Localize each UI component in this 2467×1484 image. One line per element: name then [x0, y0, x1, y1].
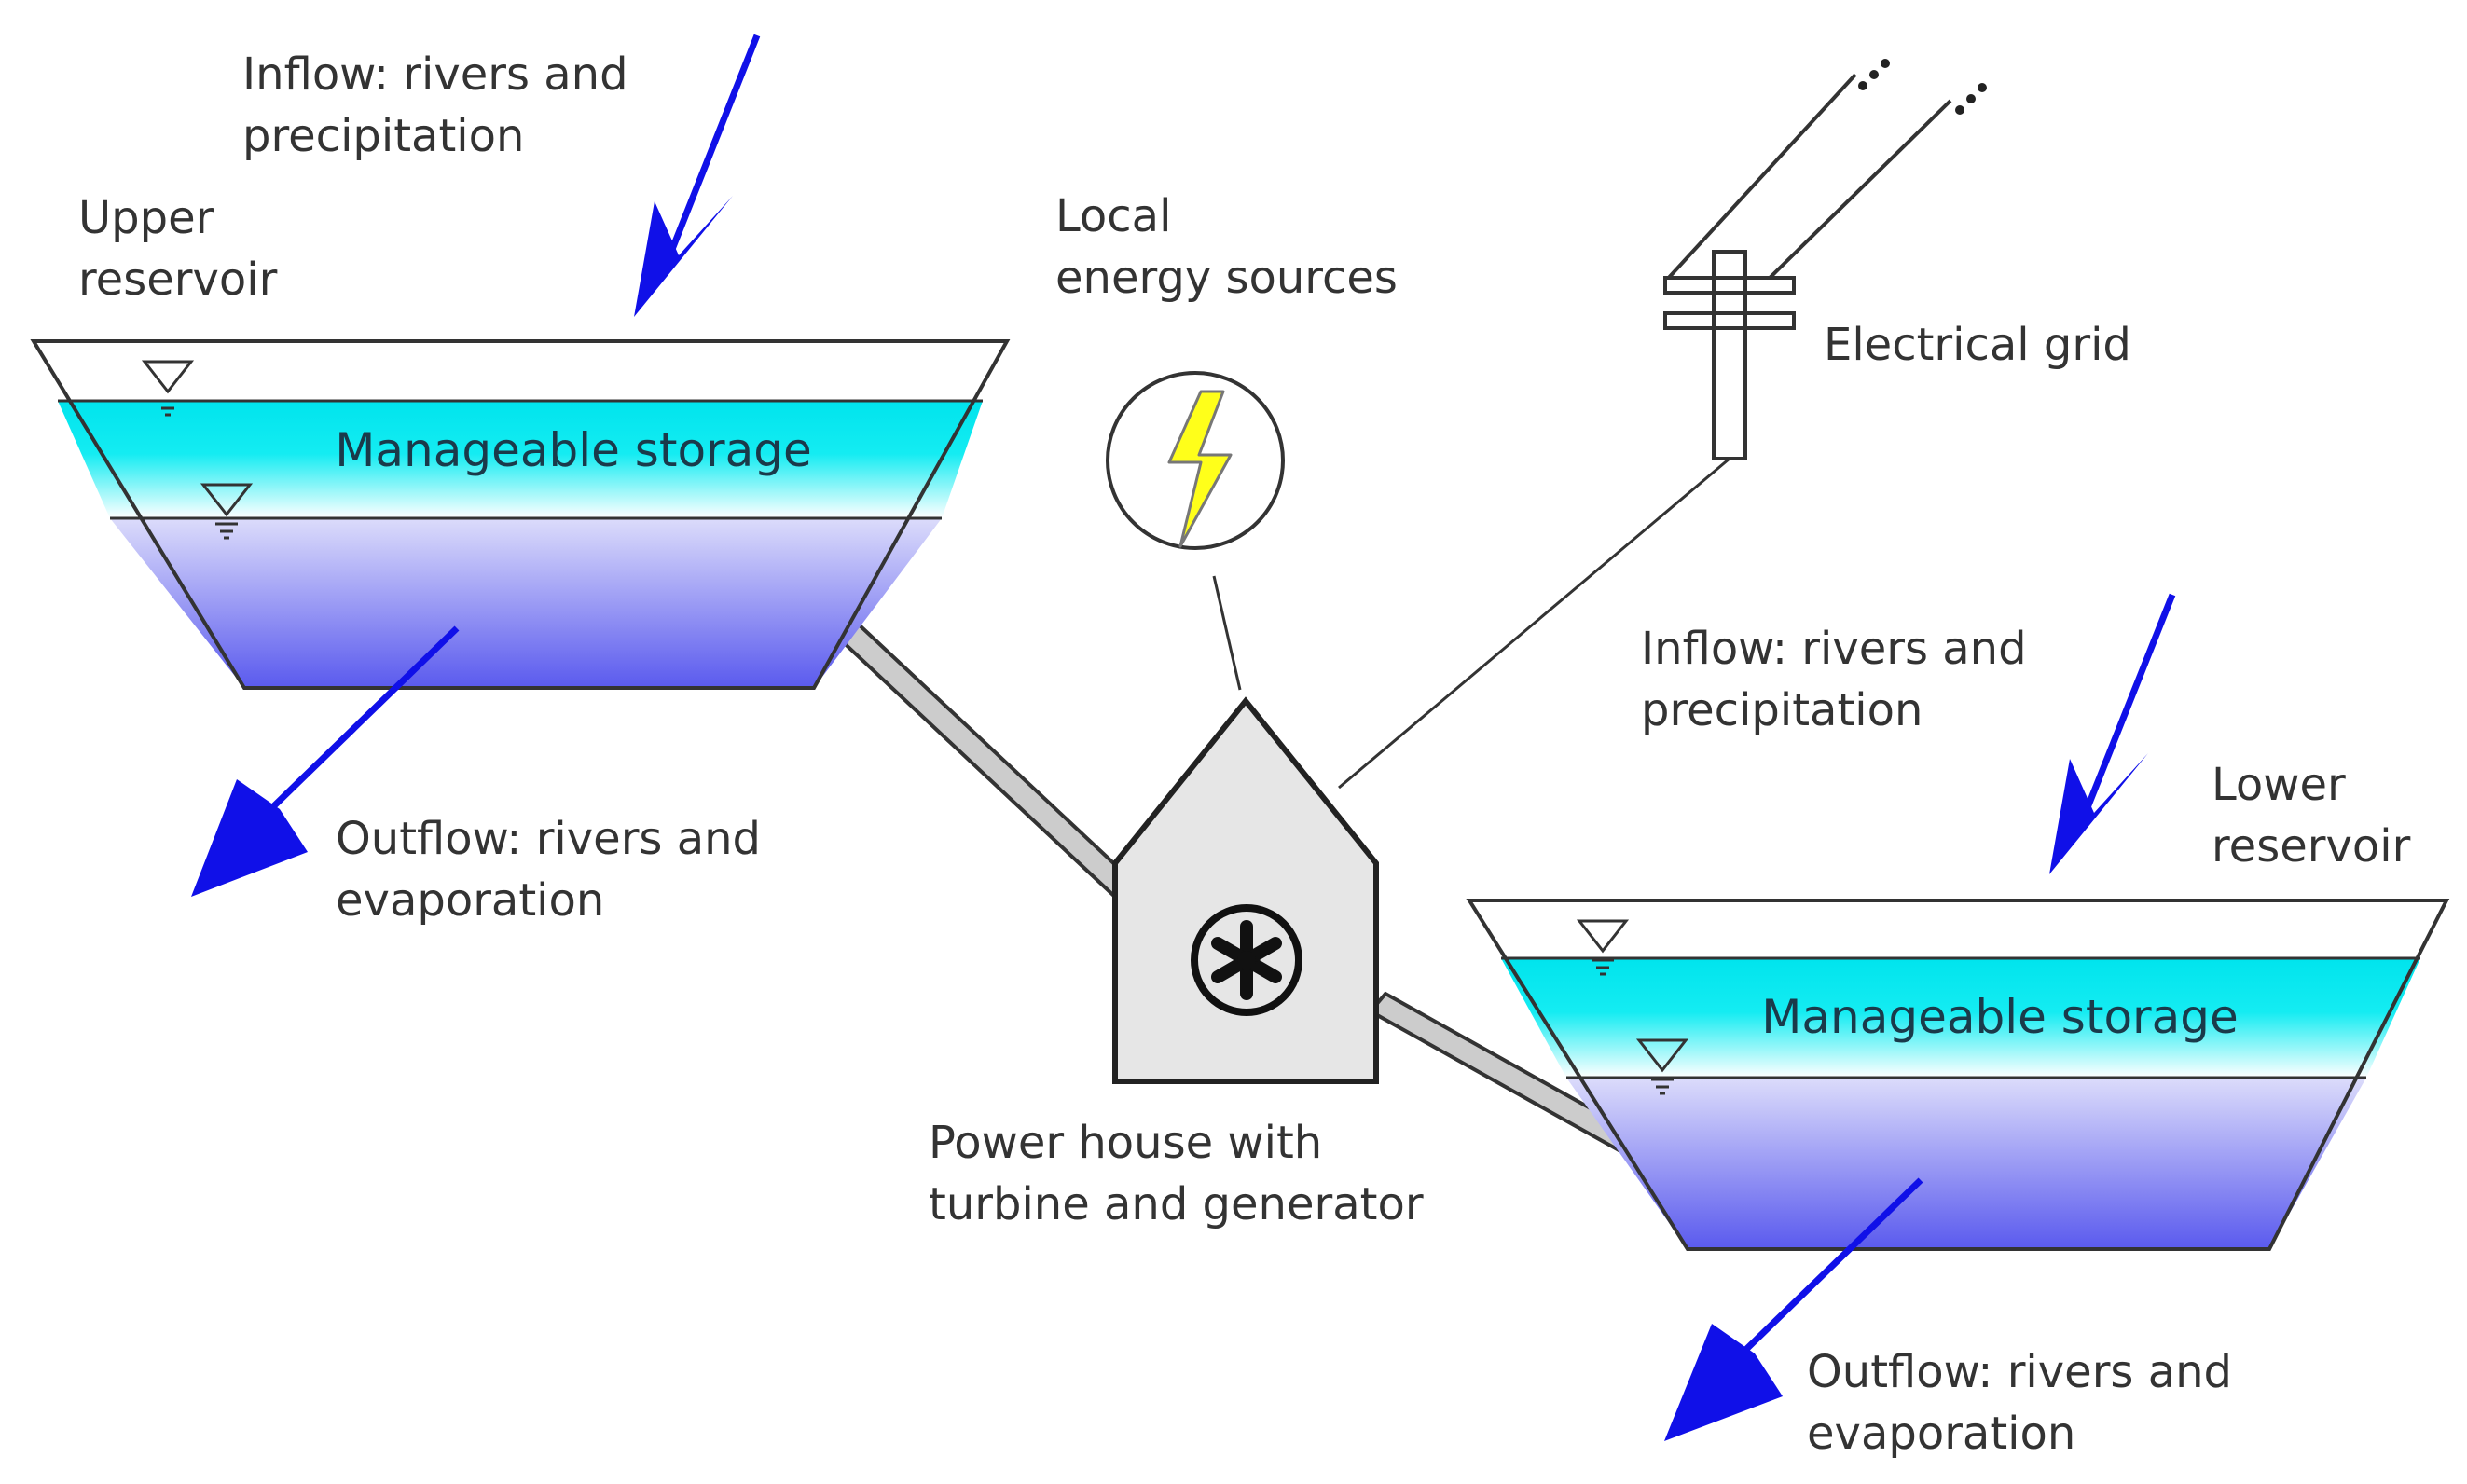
grid-pole	[1663, 73, 1952, 460]
water-level-icon	[1635, 1038, 1689, 1095]
grid-label: Electrical grid	[1824, 319, 2131, 371]
lower-inflow-label: Inflow: rivers and precipitation	[1641, 623, 2041, 736]
local-energy-source	[1106, 371, 1285, 550]
lower-reservoir-empty-zone	[1469, 900, 2446, 958]
lower-reservoir: Manageable storage	[1466, 899, 2450, 1251]
upper-storage-label: Manageable storage	[335, 423, 811, 477]
upper-storage-zone	[58, 401, 983, 518]
lower-storage-zone	[1501, 958, 2420, 1078]
grid-connector	[1338, 457, 1730, 790]
upper-inflow-label: Inflow: rivers and precipitation	[242, 48, 642, 162]
grid-ellipsis-icon	[1858, 59, 1987, 115]
local-energy-connector	[1212, 575, 1242, 691]
lower-water-zone	[1566, 1078, 2366, 1249]
lower-outflow-label: Outflow: rivers and evaporation	[1807, 1346, 2246, 1460]
upper-inflow-arrow	[634, 34, 761, 317]
upper-reservoir: Manageable storage	[30, 339, 1011, 690]
power-house	[1112, 696, 1379, 1084]
upper-water-zone	[110, 518, 942, 688]
water-level-icon	[1576, 919, 1630, 976]
water-level-icon	[141, 360, 195, 417]
lower-inflow-arrow	[2049, 593, 2176, 874]
lower-outflow-arrow	[1664, 1177, 1923, 1441]
power-house-label: Power house with turbine and generator	[929, 1117, 1424, 1230]
upper-reservoir-outline	[30, 339, 1011, 690]
upper-penstock	[819, 607, 1141, 901]
upper-reservoir-empty-zone	[34, 341, 1007, 401]
water-level-icon	[200, 483, 254, 540]
upper-outflow-arrow	[191, 625, 460, 897]
upper-outflow-label: Outflow: rivers and evaporation	[336, 813, 775, 927]
upper-reservoir-label: Upper reservoir	[78, 192, 278, 306]
lower-reservoir-label: Lower reservoir	[2212, 759, 2411, 873]
lower-reservoir-outline	[1466, 899, 2450, 1251]
lower-storage-label: Manageable storage	[1761, 990, 2238, 1044]
lightning-bolt-icon	[1167, 390, 1233, 548]
local-energy-label: Local energy sources	[1055, 190, 1398, 304]
